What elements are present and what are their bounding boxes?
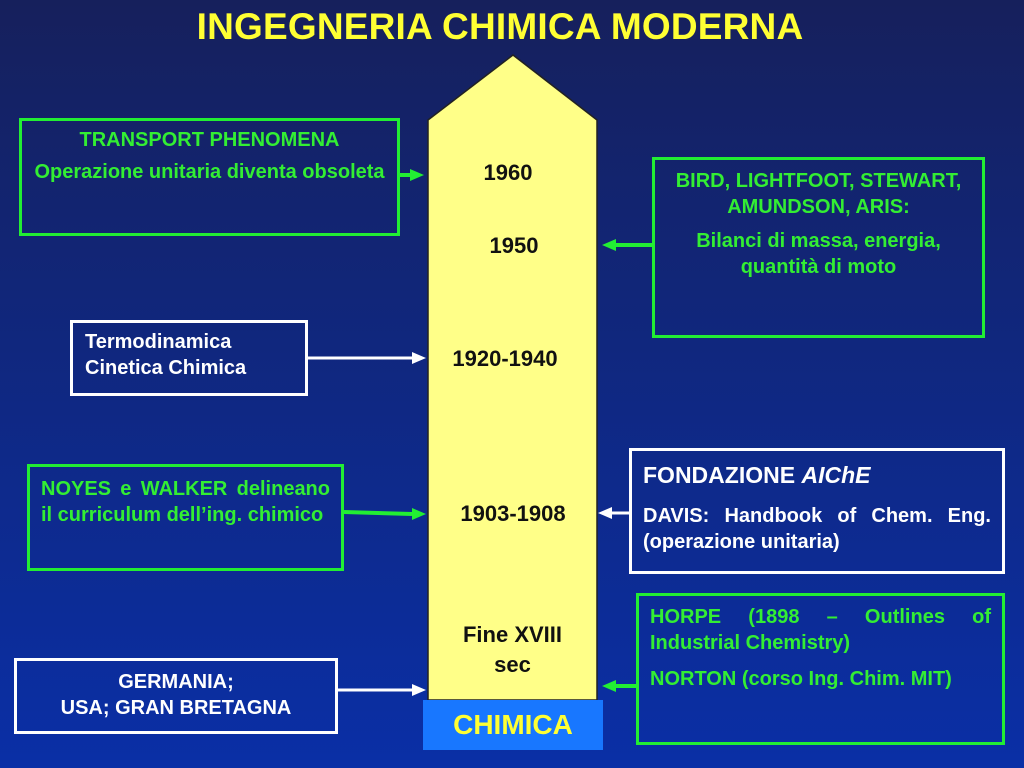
termo-line1: Termodinamica [85, 331, 232, 353]
year-1950: 1950 [489, 233, 539, 258]
aiche-text: DAVIS: Handbook of Chem. Eng. (operazion… [643, 504, 991, 553]
year-fine-line1: Fine XVIII [462, 622, 563, 647]
page-title: INGEGNERIA CHIMICA MODERNA [196, 6, 804, 47]
aiche-heading-italic: AIChE [801, 462, 871, 488]
box-germania: GERMANIA; USA; GRAN BRETAGNA [14, 658, 338, 734]
box-fondazione-aiche: FONDAZIONE AIChE DAVIS: Handbook of Chem… [629, 448, 1005, 574]
connector-germania [338, 684, 426, 696]
bird-heading: BIRD, LIGHTFOOT, STEWART, AMUNDSON, ARIS… [675, 170, 962, 218]
connector-aiche [598, 507, 629, 519]
transport-text: Operazione unitaria diventa obsoleta [34, 161, 385, 183]
horpe-text: HORPE (1898 – Outlines of Industrial Che… [650, 606, 991, 654]
base-label-chimica: CHIMICA [423, 700, 603, 750]
germania-line1: GERMANIA; [118, 671, 234, 693]
box-transport-phenomena: TRANSPORT PHENOMENA Operazione unitaria … [19, 118, 400, 236]
year-fine-line2: sec [494, 651, 531, 677]
box-horpe-norton: HORPE (1898 – Outlines of Industrial Che… [636, 593, 1005, 745]
germania-line2: USA; GRAN BRETAGNA [60, 697, 292, 719]
box-noyes-walker: NOYES e WALKER delineano il curriculum d… [27, 464, 344, 571]
connector-horpe [602, 680, 636, 692]
connector-termo [308, 352, 426, 364]
box-termodinamica: Termodinamica Cinetica Chimica [70, 320, 308, 396]
connector-noyes [343, 508, 426, 520]
box-bird-lightfoot: BIRD, LIGHTFOOT, STEWART, AMUNDSON, ARIS… [652, 157, 985, 338]
year-1903-1908: 1903-1908 [460, 501, 566, 526]
timeline-arrow [427, 54, 598, 701]
connector-bird [602, 239, 652, 251]
bird-text: Bilanci di massa, energia, quantità di m… [696, 230, 941, 278]
noyes-text: NOYES e WALKER delineano il curriculum d… [41, 478, 330, 526]
year-1960: 1960 [483, 160, 533, 185]
aiche-heading: FONDAZIONE [643, 462, 802, 488]
transport-heading: TRANSPORT PHENOMENA [79, 129, 340, 151]
year-1920-1940: 1920-1940 [452, 346, 558, 371]
connector-transport [400, 169, 424, 181]
norton-text: NORTON (corso Ing. Chim. MIT) [650, 668, 952, 690]
termo-line2: Cinetica Chimica [85, 357, 247, 379]
year-fine-xviii: Fine XVIII sec [430, 620, 595, 679]
